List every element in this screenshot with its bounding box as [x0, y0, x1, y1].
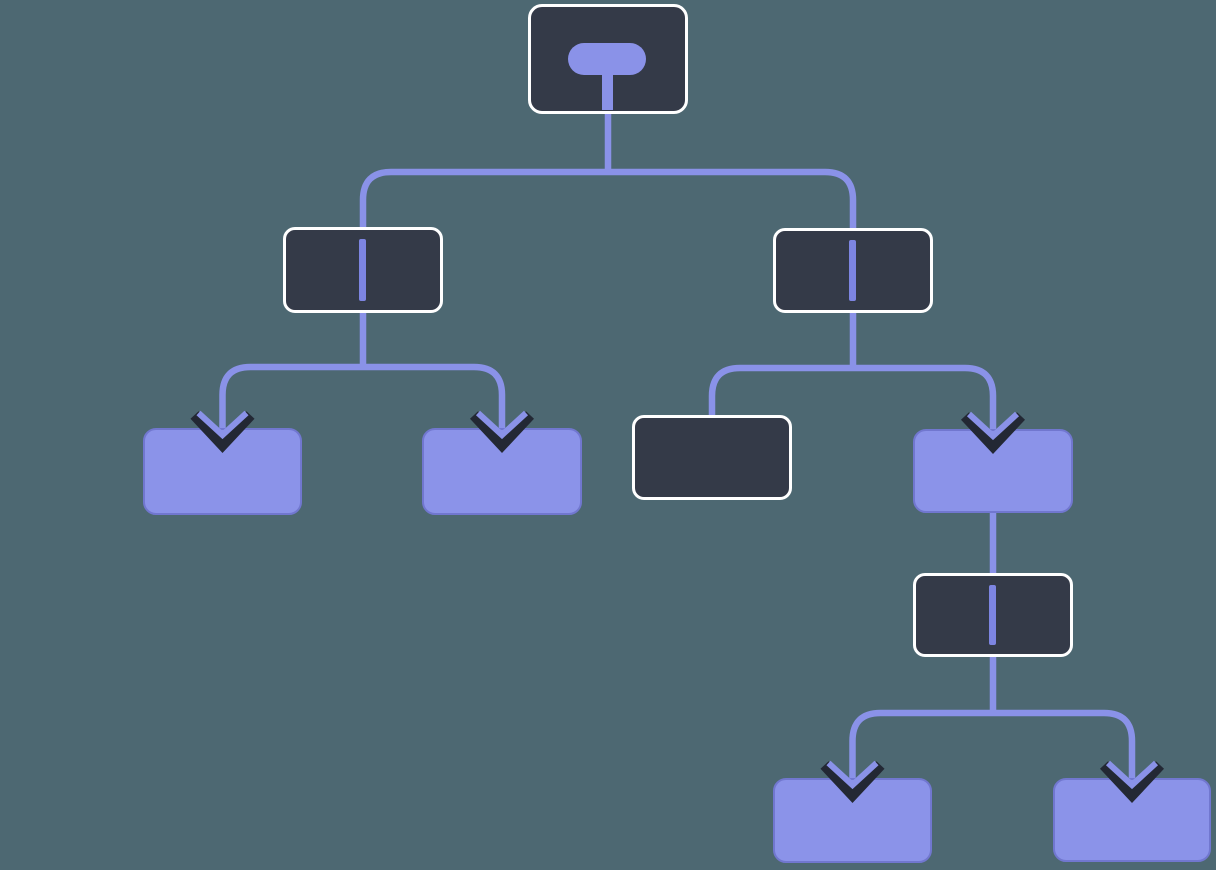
tree-node-leaf-left-2[interactable] — [422, 428, 582, 515]
tree-node-leaf-bottom-1[interactable] — [773, 778, 932, 863]
tree-node-branch-bottom[interactable] — [913, 573, 1073, 657]
tree-node-leaf-bottom-2[interactable] — [1053, 778, 1211, 862]
tree-node-root[interactable] — [528, 4, 688, 114]
tree-node-mid-purple[interactable] — [913, 429, 1073, 513]
tree-node-mid-dark-leaf[interactable] — [632, 415, 792, 500]
node-through-line — [989, 585, 996, 645]
tree-node-branch-right[interactable] — [773, 228, 933, 313]
root-stem-glyph — [602, 67, 613, 110]
node-through-line — [849, 240, 856, 301]
tree-node-leaf-left-1[interactable] — [143, 428, 302, 515]
node-through-line — [359, 239, 366, 301]
tree-node-branch-left[interactable] — [283, 227, 443, 313]
